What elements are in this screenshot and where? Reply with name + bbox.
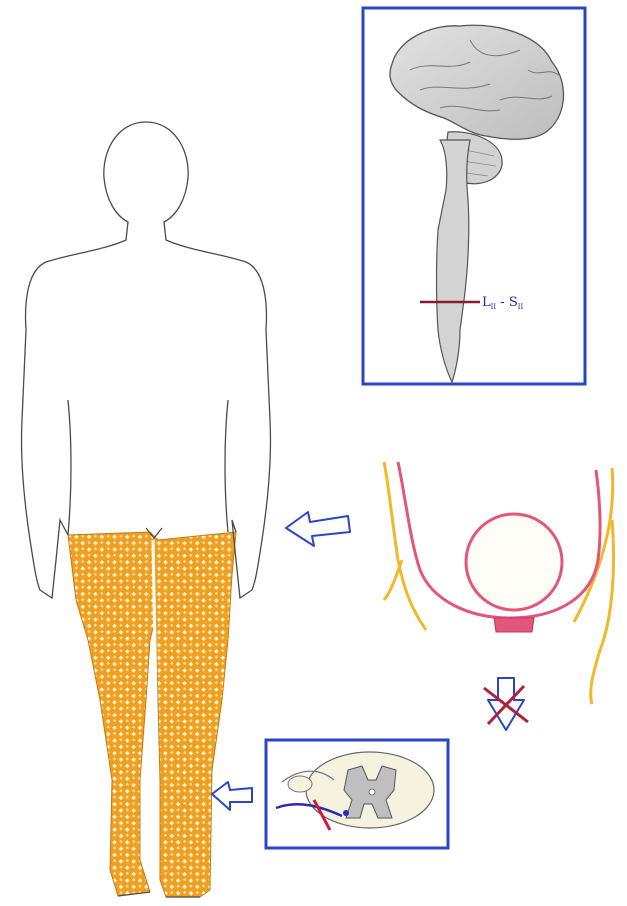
- urethra-sphincter: [494, 618, 534, 632]
- spinal-cross-section-panel: [266, 740, 448, 848]
- brain-icon: [390, 25, 563, 139]
- arrow-left-icon: [212, 782, 252, 810]
- human-figure: [21, 122, 270, 897]
- brain-spinal-cord-panel: LII - SII: [363, 8, 585, 384]
- pelvis-bladder-diagram: [384, 462, 614, 704]
- spinal-cord: [437, 140, 471, 382]
- arrow-down-crossed-icon: [484, 678, 528, 730]
- bladder: [466, 514, 562, 610]
- body-outline: [21, 122, 270, 598]
- spinal-level-label: LII - SII: [482, 295, 524, 311]
- arrow-left-icon: [286, 512, 350, 546]
